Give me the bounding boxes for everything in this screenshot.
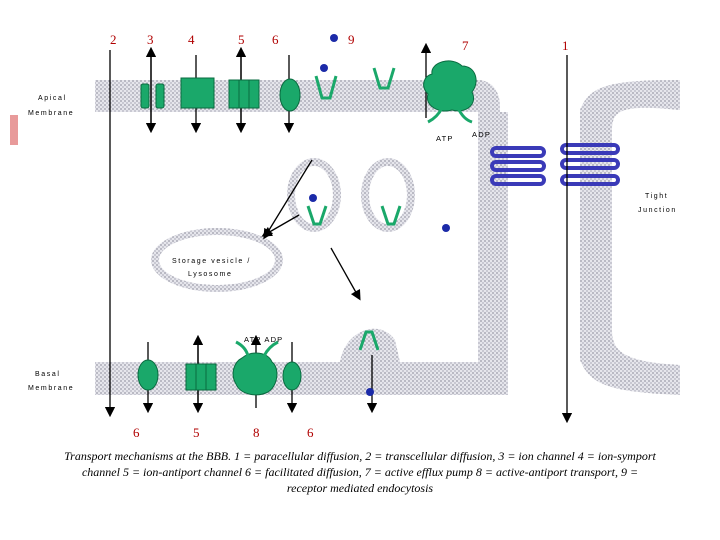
antiport-pump-basal xyxy=(232,352,278,396)
svg-text:9: 9 xyxy=(348,32,355,47)
ion-antiport-basal xyxy=(185,363,217,391)
svg-text:3: 3 xyxy=(147,32,154,47)
receptor-icon xyxy=(314,75,338,100)
basal-label: Basal xyxy=(35,371,61,378)
svg-text:6: 6 xyxy=(307,425,314,440)
free-ligand-icon xyxy=(442,224,450,232)
top-numbers: 2 3 4 5 6 9 7 1 xyxy=(110,32,569,53)
right-cell-membrane xyxy=(580,80,680,395)
svg-text:7: 7 xyxy=(462,38,469,53)
svg-text:6: 6 xyxy=(133,425,140,440)
junction-label: Junction xyxy=(638,207,677,214)
efflux-pump xyxy=(423,60,477,112)
apical-label: Apical xyxy=(38,95,67,102)
figure-caption: Transport mechanisms at the BBB. 1 = par… xyxy=(10,448,710,496)
facilitated-carrier-basal-left xyxy=(137,359,159,391)
ion-antiport-apical xyxy=(228,79,260,109)
ion-channel-apical xyxy=(140,83,165,109)
atp-adp-bottom-label: ATP ADP xyxy=(244,335,283,344)
ligand-icon xyxy=(330,34,338,42)
facilitated-carrier-basal-right xyxy=(282,361,302,391)
ion-symport-apical xyxy=(180,77,215,109)
tight-label: Tight xyxy=(645,193,668,200)
caption-line-3: receptor mediated endocytosis xyxy=(286,481,434,495)
svg-text:4: 4 xyxy=(188,32,195,47)
svg-text:6: 6 xyxy=(272,32,279,47)
svg-text:5: 5 xyxy=(238,32,245,47)
edge-mark xyxy=(10,115,18,145)
facilitated-carrier-apical xyxy=(279,78,301,112)
caption-line-1: Transport mechanisms at the BBB. 1 = par… xyxy=(64,449,656,463)
svg-text:8: 8 xyxy=(253,425,260,440)
svg-text:5: 5 xyxy=(193,425,200,440)
storage-label-2: Lysosome xyxy=(188,271,232,278)
svg-text:1: 1 xyxy=(562,38,569,53)
svg-text:2: 2 xyxy=(110,32,117,47)
tight-junction-strands xyxy=(490,143,620,186)
apical-label-2: Membrane xyxy=(28,110,74,117)
atp-label: ATP xyxy=(436,134,454,143)
bottom-numbers: 6 5 8 6 xyxy=(133,425,314,440)
adp-label: ADP xyxy=(472,130,491,139)
basal-label-2: Membrane xyxy=(28,385,74,392)
storage-label: Storage vesicle / xyxy=(172,258,251,265)
caption-line-2: channel 5 = ion-antiport channel 6 = fac… xyxy=(81,465,639,479)
